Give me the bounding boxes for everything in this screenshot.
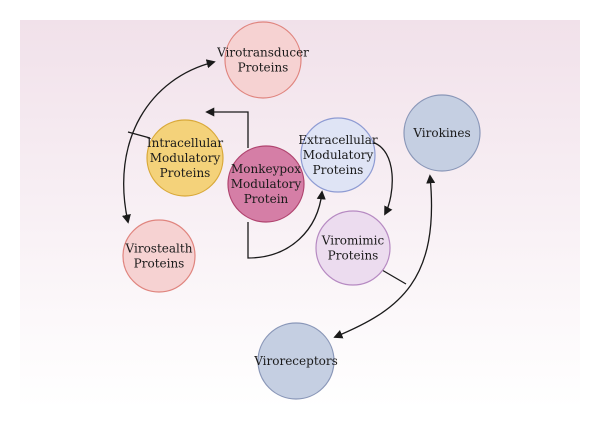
node-label-line: Virokines [412, 126, 470, 140]
connector-virotransducer-virostealth [121, 59, 216, 224]
node-circle [257, 322, 335, 400]
connector-virokines-viroreceptors [333, 174, 436, 339]
node-label-line: Proteins [160, 166, 211, 180]
node-circle [315, 210, 391, 286]
node-circle [146, 119, 224, 197]
node-circle [227, 145, 305, 223]
node-label-line: Extracellular [298, 133, 377, 147]
node-circle [403, 94, 481, 172]
connector-intracellular-tick [127, 131, 151, 139]
node-label-line: Virostealth [125, 242, 193, 256]
node-label-line: Virotransducer [216, 46, 309, 60]
connector-monkeypox-extracellular [247, 190, 326, 259]
connector-viromimic-tick [381, 269, 407, 285]
node-virokines: Virokines [403, 94, 481, 172]
node-label-line: Monkeypox [231, 162, 301, 176]
node-viroreceptors: Viroreceptors [253, 322, 338, 400]
node-label-line: Proteins [328, 249, 379, 263]
node-label-line: Modulatory [303, 148, 374, 162]
node-label-line: Protein [244, 192, 289, 206]
node-label-line: Proteins [238, 61, 289, 75]
connector-monkeypox-intracellular [205, 107, 249, 148]
node-label-line: Intracellular [147, 136, 223, 150]
node-circle [122, 219, 196, 293]
node-label-line: Proteins [134, 257, 185, 271]
node-label-line: Modulatory [231, 177, 302, 191]
node-label-line: Viromimic [321, 234, 385, 248]
node-label-line: Viroreceptors [253, 354, 338, 368]
node-label-line: Proteins [313, 163, 364, 177]
connectors [121, 59, 436, 339]
node-circle [300, 117, 376, 193]
node-circle [224, 21, 302, 99]
node-label-line: Modulatory [150, 151, 221, 165]
